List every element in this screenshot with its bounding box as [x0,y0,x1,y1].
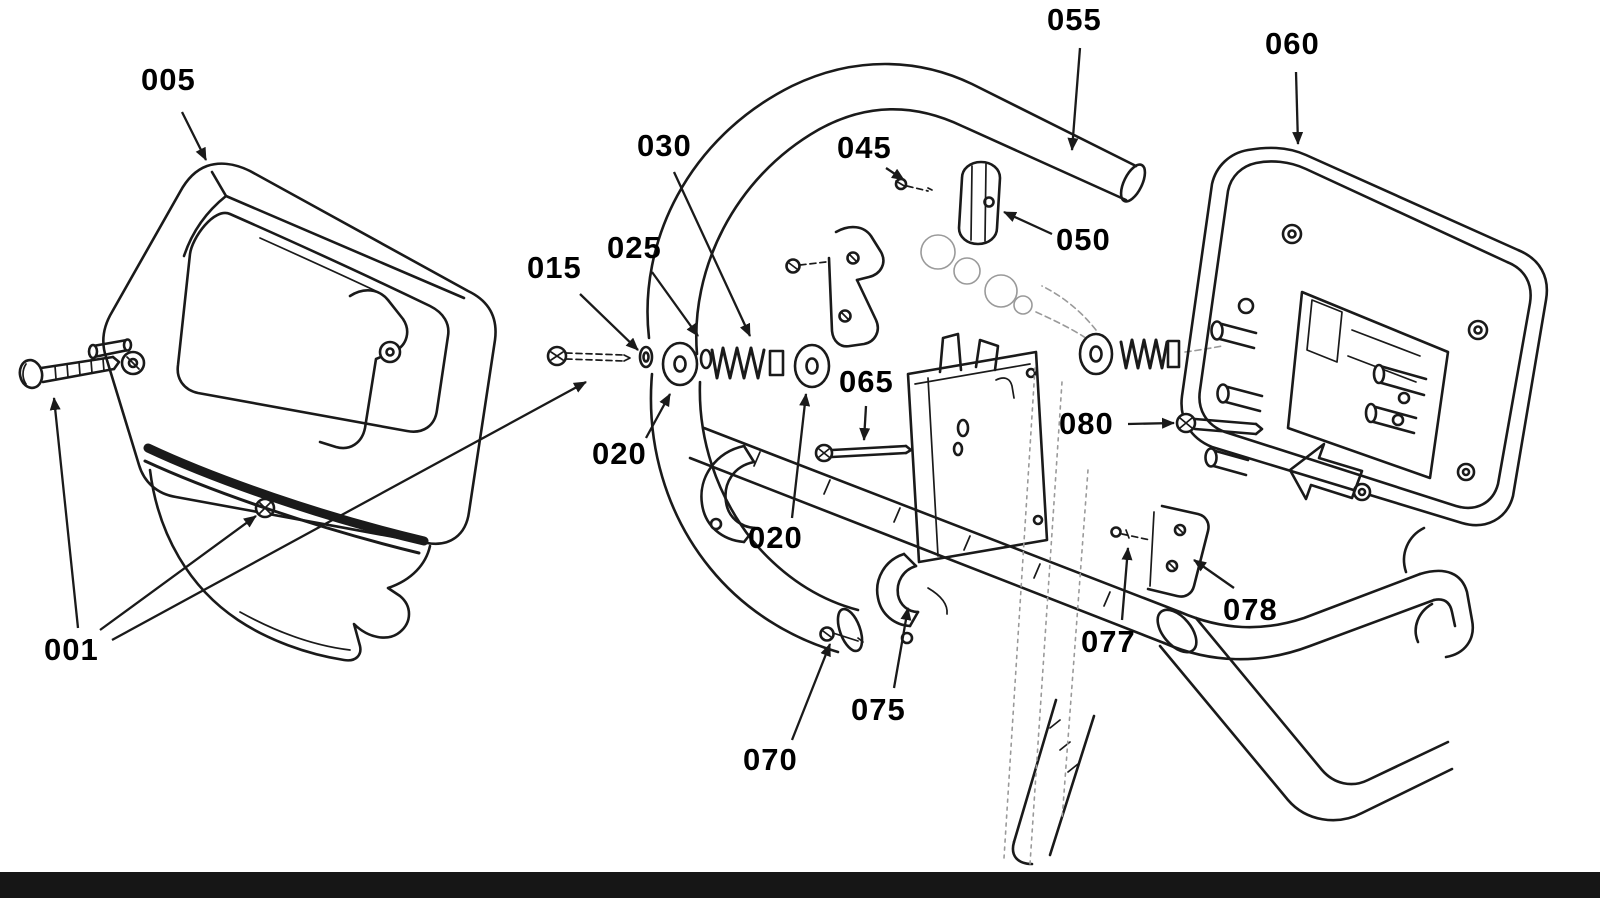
upper-clamp-bracket [785,225,885,348]
left-mirror-housing [102,162,497,662]
leader-line-055 [1067,47,1082,151]
part-label-001: 001 [44,632,99,667]
part-label-078: 078 [1223,592,1278,627]
part-label-020: 020 [592,436,647,471]
part-label-050: 050 [1056,222,1111,257]
part-label-080: 080 [1059,406,1114,441]
leader-line-077 [1120,547,1133,621]
upper-tube-055 [646,62,1147,356]
screw-065 [814,443,913,463]
right-mirror-housing [1180,146,1549,527]
screw-070 [819,626,864,643]
leader-lines-layer [49,47,1304,741]
c-clamp-left [700,444,757,544]
pivot-sleeve-050 [957,160,1002,246]
right-fastener-stack [1078,332,1223,376]
part-label-055: 055 [1047,2,1102,37]
screw-080 [1175,412,1264,436]
leader-line-045 [885,167,905,181]
projection-lines [1003,367,1089,865]
block-arrow-icon [1288,442,1364,501]
part-label-070: 070 [743,742,798,777]
tube-clamp-075 [875,552,948,645]
part-label-060: 060 [1265,26,1320,61]
leader-line-075 [892,607,912,689]
leader-line-001 [49,397,80,629]
leader-line-060 [1292,71,1304,145]
part-label-077: 077 [1081,624,1136,659]
leader-line-020 [644,393,672,439]
part-label-065: 065 [839,364,894,399]
part-label-020: 020 [748,520,803,555]
line-art [18,62,1549,866]
screw-077 [1110,526,1151,541]
leader-line-025 [651,271,699,337]
left-pin [87,338,133,360]
leader-line-030 [672,171,752,337]
leader-line-005 [180,111,208,161]
leader-line-050 [1003,210,1053,236]
part-label-025: 025 [607,230,662,265]
ghost-linkage [920,234,1097,342]
leader-line-080 [1127,417,1175,429]
part-label-030: 030 [637,128,692,163]
bottom-scan-bar [0,872,1600,898]
left-frame-tube [649,372,864,654]
part-label-005: 005 [141,62,196,97]
leader-line-001 [111,380,587,642]
mounting-bracket [906,332,1049,564]
leader-line-078 [1193,559,1235,589]
part-label-075: 075 [851,692,906,727]
bracket-078 [1146,504,1210,598]
part-label-045: 045 [837,130,892,165]
lower-tube-assembly [688,426,1475,866]
center-fastener-stack [546,341,831,389]
leader-line-065 [859,405,871,441]
leader-line-070 [790,643,832,741]
left-long-screw [18,355,121,390]
leader-line-001 [99,515,257,631]
screw-045 [894,177,933,192]
leader-line-015 [579,293,639,351]
part-label-015: 015 [527,250,582,285]
leader-line-020 [790,393,811,519]
